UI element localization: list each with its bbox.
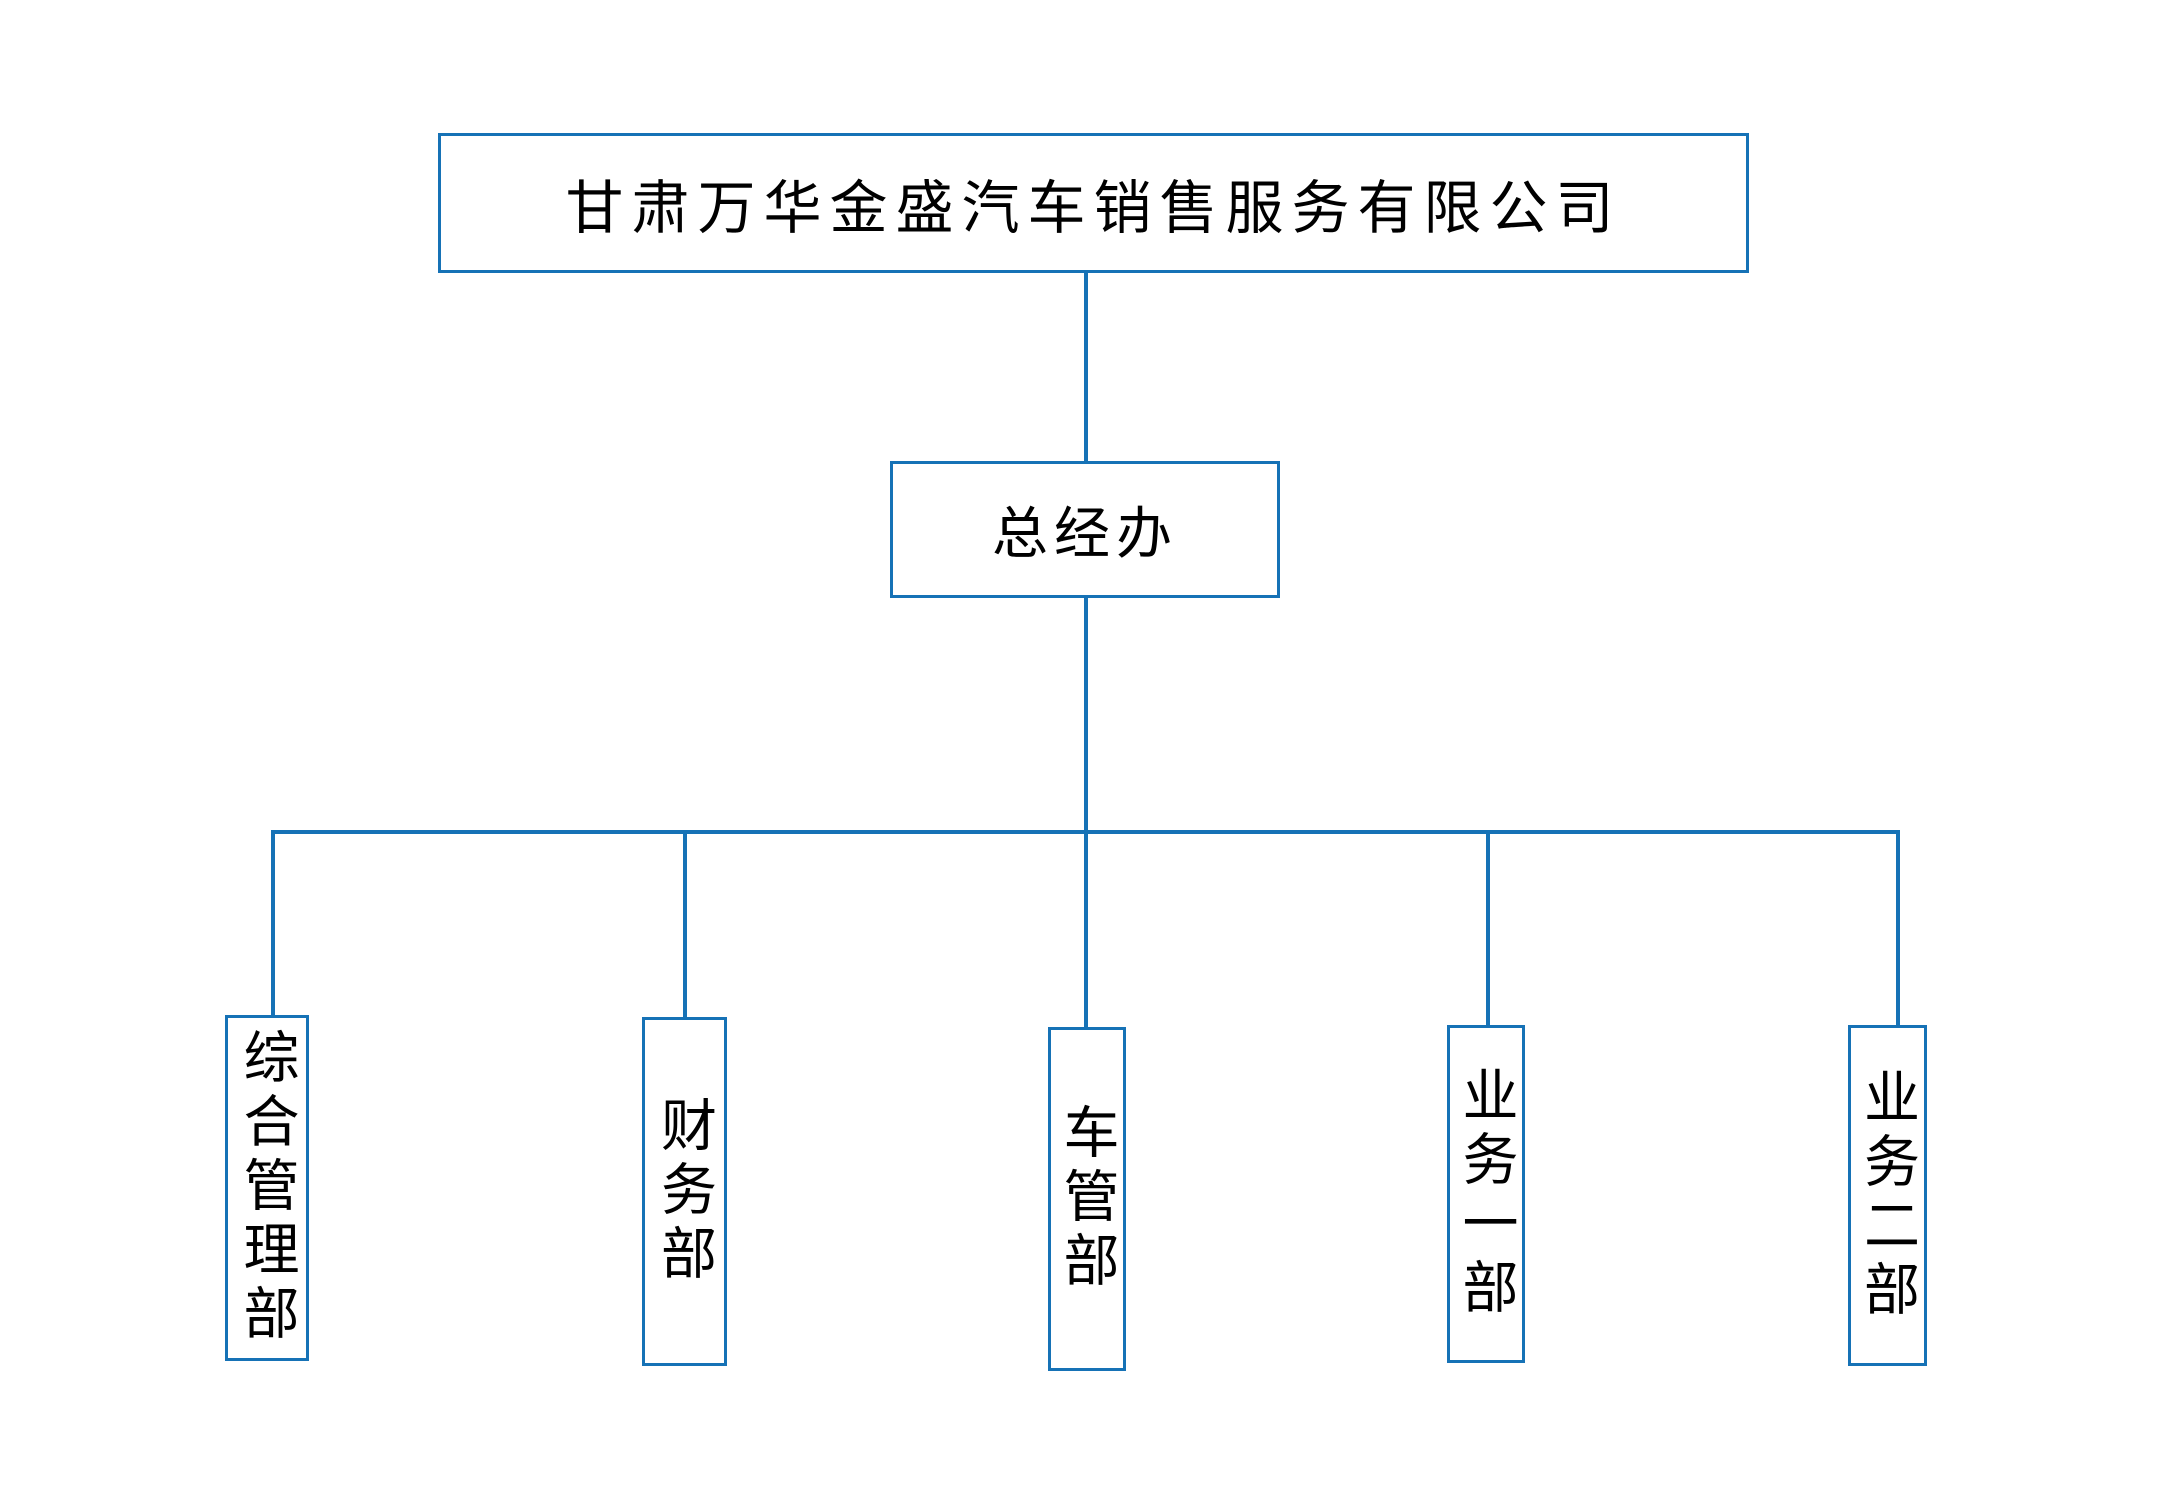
org-node-finance-dept: 财务部 xyxy=(642,1017,727,1366)
connector-bus-to-business-dept-2 xyxy=(1896,830,1900,1025)
org-node-business-dept-1: 业务一部 xyxy=(1447,1025,1525,1363)
org-node-business-dept-2: 业务二部 xyxy=(1848,1025,1927,1366)
org-node-business-dept-1-label: 业务一部 xyxy=(1455,1066,1518,1322)
org-node-vehicle-mgmt-dept-label: 车管部 xyxy=(1056,1103,1119,1295)
connector-gm-office-to-bus xyxy=(1084,598,1088,832)
connector-bus-to-general-admin-dept xyxy=(271,830,275,1015)
org-node-gm-office-label: 总经办 xyxy=(992,502,1178,565)
connector-bus-to-business-dept-1 xyxy=(1486,830,1490,1025)
org-node-gm-office: 总经办 xyxy=(890,461,1280,598)
connector-company-to-gm-office xyxy=(1084,273,1088,461)
org-node-vehicle-mgmt-dept: 车管部 xyxy=(1048,1027,1126,1371)
org-node-general-admin-dept: 综合管理部 xyxy=(225,1015,309,1361)
org-node-finance-dept-label: 财务部 xyxy=(653,1095,717,1288)
connector-bus-to-vehicle-mgmt-dept xyxy=(1084,830,1088,1027)
org-node-company-label: 甘肃万华金盛汽车销售服务有限公司 xyxy=(565,176,1622,241)
org-node-general-admin-dept-label: 综合管理部 xyxy=(236,1028,299,1348)
org-node-company: 甘肃万华金盛汽车销售服务有限公司 xyxy=(438,133,1749,273)
connector-bus-to-finance-dept xyxy=(683,830,687,1017)
org-node-business-dept-2-label: 业务二部 xyxy=(1856,1067,1920,1324)
